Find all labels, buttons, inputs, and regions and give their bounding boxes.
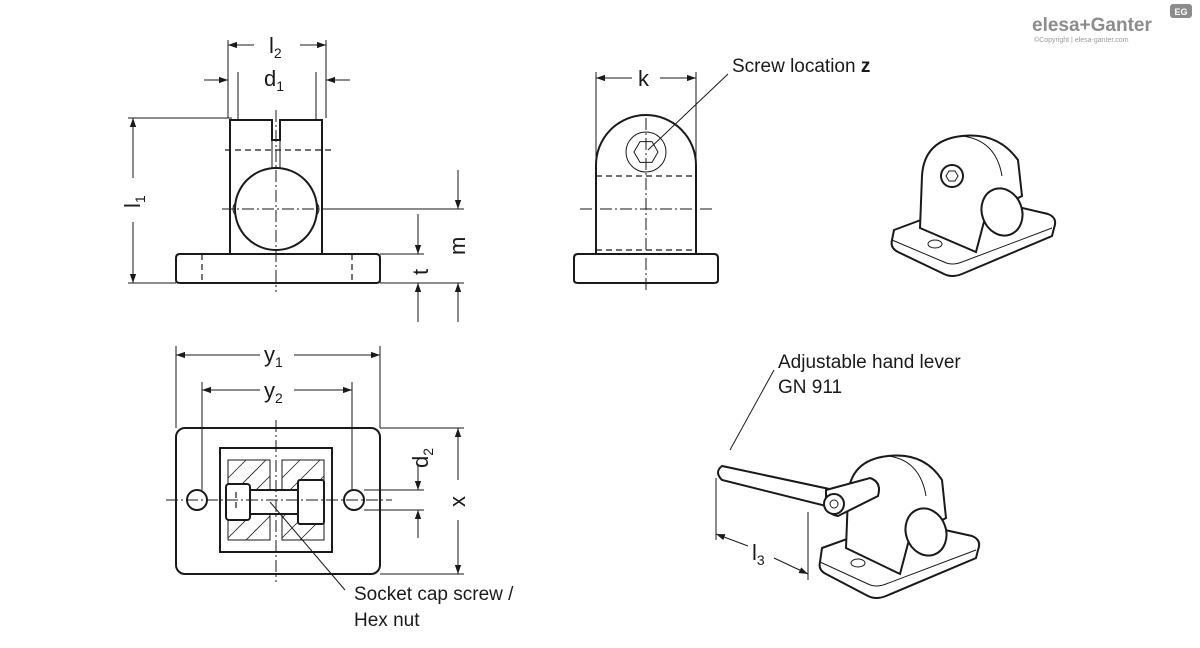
screw-location-callout: Screw location z	[732, 56, 870, 77]
lever-iso-top-curve	[887, 455, 927, 497]
top-view: y1 y2 d2 x Socket cap screw / Hex nut	[166, 342, 514, 631]
top-hex-nut	[297, 479, 325, 525]
dim-d1-label: d1	[264, 66, 284, 94]
logo-copyright: ©Copyright | elesa-ganter.com	[1034, 36, 1129, 44]
iso-hex-socket	[945, 170, 959, 182]
dim-t-label: t	[408, 269, 433, 275]
brand-logo: elesa+Ganter EG ©Copyright | elesa-gante…	[1032, 4, 1192, 44]
hand-lever-hub-screw	[829, 499, 839, 509]
iso-view-lever: l3 Adjustable hand lever GN 911	[715, 352, 981, 599]
dim-l3-line-right	[773, 557, 809, 575]
lever-iso-base-hole	[850, 558, 866, 568]
logo-badge-text: EG	[1174, 7, 1187, 17]
lever-iso-bore	[904, 507, 948, 557]
socket-screw-callout-line1: Socket cap screw /	[354, 584, 514, 605]
dim-d2-label: d2	[408, 448, 436, 468]
logo-badge	[1170, 4, 1192, 18]
hand-lever-handle	[717, 464, 836, 508]
front-base-plate	[175, 253, 381, 284]
hand-lever-callout-line2: GN 911	[778, 377, 842, 398]
side-view: k Screw location z	[573, 56, 870, 290]
iso-bore	[980, 187, 1024, 237]
dim-l3-line-left	[715, 533, 749, 547]
dim-l3-label: l3	[752, 540, 765, 568]
lever-iso-base-top-edge	[819, 549, 977, 587]
dim-k-label: k	[638, 66, 650, 91]
hand-lever-callout-line1: Adjustable hand lever	[778, 352, 961, 373]
dim-y1-label: y1	[264, 342, 283, 370]
dim-m-label: m	[445, 237, 470, 255]
hand-lever-hub	[823, 493, 845, 515]
hand-lever-leader	[729, 369, 775, 451]
screw-location-leader	[647, 73, 729, 151]
iso-clamp-top-curve	[961, 135, 1003, 177]
side-hex-socket	[633, 141, 659, 163]
side-screw-counterbore	[625, 131, 667, 173]
top-socket-screw-head	[225, 483, 251, 521]
iso-base-top-edge	[891, 227, 1053, 265]
iso-clamp-body	[918, 134, 1024, 254]
iso-screw-head	[940, 164, 964, 188]
iso-base-hole	[927, 239, 943, 249]
logo-text: elesa+Ganter	[1032, 15, 1152, 36]
iso-view	[890, 134, 1057, 277]
dim-x-label: x	[445, 496, 470, 507]
dim-l1-label: l1	[120, 195, 148, 208]
front-view: l2 d1 l1 m t	[120, 33, 470, 322]
top-screw-shank	[249, 489, 299, 515]
socket-screw-callout-line2: Hex nut	[354, 610, 420, 631]
socket-screw-leader	[269, 501, 346, 591]
dim-l2-label: l2	[269, 33, 282, 61]
dim-y2-label: y2	[264, 378, 283, 406]
